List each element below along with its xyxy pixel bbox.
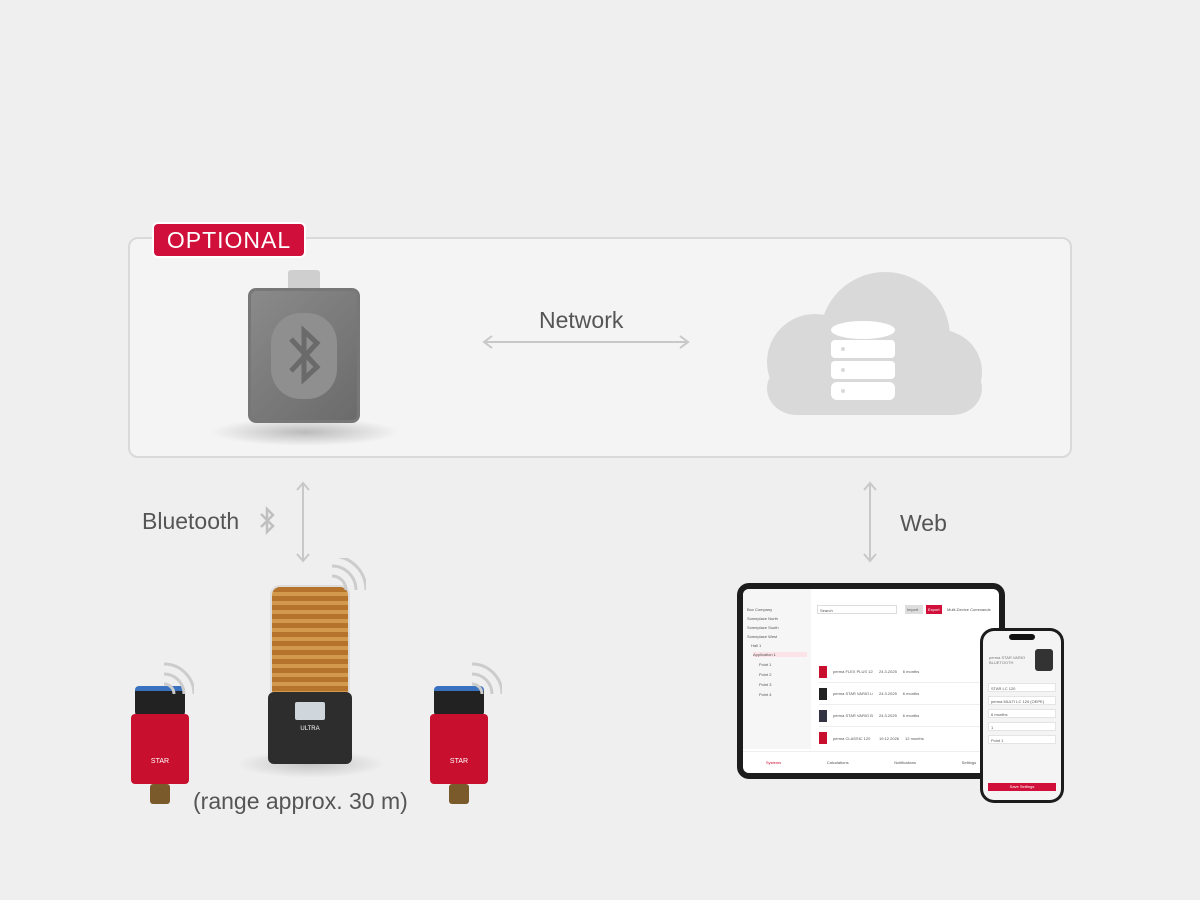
tree-item[interactable]: Someplace North	[747, 616, 778, 621]
bluetooth-label: Bluetooth	[142, 508, 240, 534]
star-label: STAR	[449, 758, 469, 765]
phone-screen: perma STAR VARIO BLUETOOTH STAR LC 120 p…	[983, 631, 1061, 800]
nav-settings[interactable]: Settings	[961, 760, 977, 765]
nav-systems[interactable]: Systems	[765, 760, 782, 765]
phone-field[interactable]: STAR LC 120	[988, 683, 1056, 692]
bluetooth-arrow	[296, 481, 310, 563]
phone-title: perma STAR VARIO BLUETOOTH	[989, 655, 1026, 665]
tablet-screen: Box Company Someplace North Someplace So…	[743, 589, 999, 773]
range-label: (range approx. 30 m)	[193, 788, 408, 814]
small-lubricator-left-top	[135, 686, 185, 716]
export-button[interactable]: Export	[926, 605, 942, 614]
bluetooth-gateway	[248, 288, 360, 423]
small-lubricator-right-top	[434, 686, 484, 716]
tree-item[interactable]: Point 2	[759, 672, 772, 677]
large-lubricator-reservoir	[270, 585, 350, 695]
search-input[interactable]: Search	[817, 605, 897, 614]
web-label: Web	[900, 510, 947, 536]
ultra-label: ULTRA	[300, 726, 320, 732]
nav-calculations[interactable]: Calculations	[826, 760, 849, 765]
web-arrow	[863, 481, 877, 563]
import-button[interactable]: Import	[905, 605, 923, 614]
wireless-signal-icon	[331, 558, 366, 591]
phone-field[interactable]: 6 months	[988, 709, 1056, 718]
table-row[interactable]: perma STAR VARIO LONG RANGE 12024.3.2025…	[819, 683, 989, 705]
bluetooth-icon	[271, 313, 337, 399]
phone-field[interactable]: 1	[988, 722, 1056, 731]
phone-field[interactable]: perma MULTI LC 120 (OEPE)	[988, 696, 1056, 705]
tree-item[interactable]: Point 1	[759, 662, 772, 667]
small-lubricator-left-nozzle	[150, 784, 170, 804]
network-arrow	[482, 335, 690, 349]
star-label: STAR	[150, 758, 170, 765]
phone-device: perma STAR VARIO BLUETOOTH STAR LC 120 p…	[980, 628, 1064, 803]
gateway-mount	[288, 270, 320, 290]
company-select[interactable]: Box Company	[747, 607, 773, 612]
multi-device-link[interactable]: Multi-Device Commands	[947, 607, 991, 612]
optional-badge: OPTIONAL	[152, 222, 306, 258]
tree-item[interactable]: Someplace West	[747, 634, 778, 639]
bluetooth-small-icon	[260, 505, 275, 536]
tree-item[interactable]: Someplace South	[747, 625, 779, 630]
product-image	[1035, 649, 1053, 671]
nav-notifications[interactable]: Notifications	[894, 760, 917, 765]
tablet-bottom-nav: Systems Calculations Notifications Setti…	[743, 751, 999, 773]
phone-field[interactable]: Point 1	[988, 735, 1056, 744]
tablet-device: Box Company Someplace North Someplace So…	[737, 583, 1005, 779]
tree-item[interactable]: Point 3	[759, 682, 772, 687]
tree-item[interactable]: Hall 1	[751, 643, 762, 648]
wireless-signal-icon	[471, 662, 502, 695]
network-label: Network	[539, 307, 624, 333]
small-lubricator-right-nozzle	[449, 784, 469, 804]
cloud-database-icon	[767, 272, 982, 415]
table-row[interactable]: perma STAR VARIO BLUETOOTH 25024.3.20256…	[819, 705, 989, 727]
small-lubricator-right: STAR	[430, 714, 488, 784]
tree-item[interactable]: Point 4	[759, 692, 772, 697]
small-lubricator-left: STAR	[131, 714, 189, 784]
large-lubricator-drive: ULTRA	[268, 692, 352, 764]
wireless-signal-icon	[163, 662, 194, 695]
tree-item-selected[interactable]: Application 1	[753, 652, 807, 657]
save-settings-button[interactable]: Save Settings	[988, 783, 1056, 791]
